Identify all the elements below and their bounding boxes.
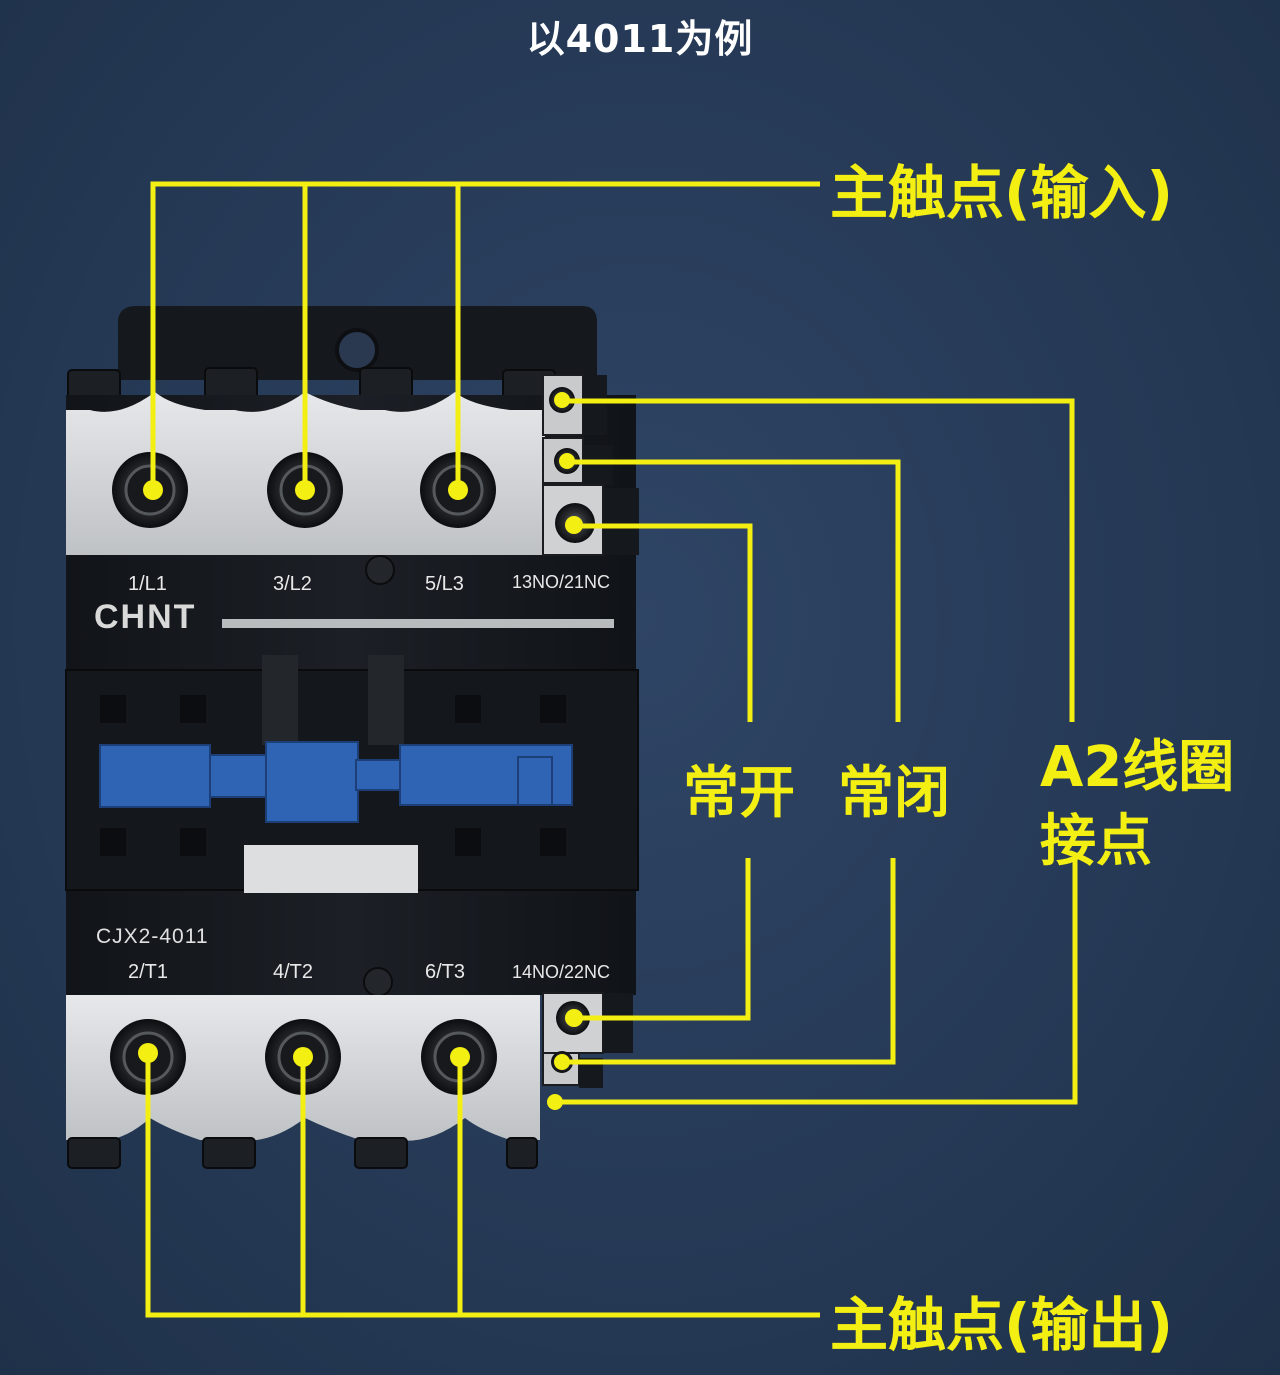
bottom-aux-terminals: [542, 992, 633, 1088]
terminal-label-3-l2: 3/L2: [273, 573, 312, 595]
terminal-label-1-l1: 1/L1: [128, 573, 167, 595]
label-window: [244, 845, 418, 893]
nameplate-bar: [222, 619, 614, 628]
main-contact-input-label: 主触点(输入): [830, 159, 1174, 227]
bottom-label-strip: CJX2-4011 2/T1 4/T2 6/T3 14NO/22NC: [96, 925, 610, 997]
terminal-label-6-t3: 6/T3: [425, 961, 465, 983]
bottom-screw-caps: [67, 1137, 538, 1169]
terminal-label-5-l3: 5/L3: [425, 573, 464, 595]
coil-contact-label-line1: A2线圈: [1040, 735, 1235, 800]
mounting-plate: [118, 306, 597, 380]
main-contact-output-label: 主触点(输出): [830, 1291, 1174, 1359]
page-title: 以4011为例: [526, 17, 754, 61]
connection-dots: [138, 392, 583, 1110]
callout-lines: [145, 181, 1078, 1318]
terminal-label-14no-22nc: 14NO/22NC: [512, 962, 610, 982]
terminal-label-2-t1: 2/T1: [128, 961, 168, 983]
normally-closed-label: 常闭: [838, 761, 950, 826]
model-number: CJX2-4011: [96, 925, 209, 948]
coil-contact-label-line2: 接点: [1040, 809, 1152, 874]
terminal-label-13no-21nc: 13NO/21NC: [512, 572, 610, 592]
top-aux-terminals: [542, 374, 639, 556]
actuator-section: [65, 655, 639, 893]
top-label-strip: 1/L1 3/L2 5/L3 13NO/21NC CHNT: [94, 555, 614, 636]
brand-logo: CHNT: [94, 598, 196, 636]
normally-open-label: 常开: [683, 761, 795, 826]
terminal-label-4-t2: 4/T2: [273, 961, 313, 983]
blue-actuator: [99, 741, 573, 823]
